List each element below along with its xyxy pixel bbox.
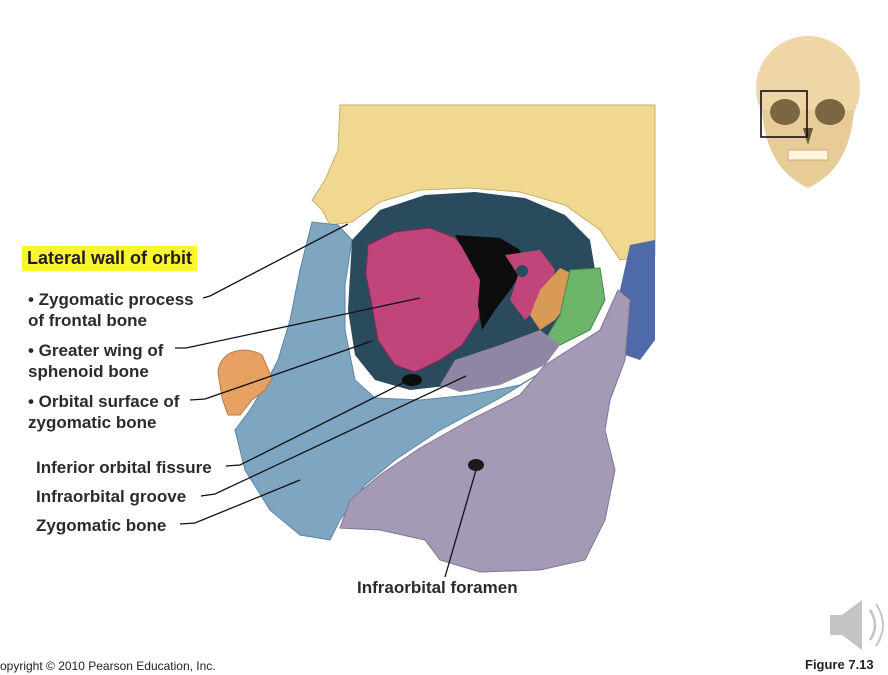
temporal-process xyxy=(217,349,273,416)
label-orbital-surface: • Orbital surface of xyxy=(28,392,180,411)
speaker-icon[interactable] xyxy=(830,600,884,650)
skull-thumbnail-icon xyxy=(756,36,860,188)
heading-lateral-wall: Lateral wall of orbit xyxy=(22,246,198,271)
infraorbital-foramen-hole xyxy=(468,459,484,471)
lacrimal-bone xyxy=(530,268,575,330)
label-zygomatic-process-2: of frontal bone xyxy=(28,311,147,330)
label-greater-wing: • Greater wing of xyxy=(28,341,164,360)
label-infraorbital-groove: Infraorbital groove xyxy=(36,487,187,506)
figure-number: Figure 7.13 xyxy=(805,657,874,672)
label-inferior-orbital-fissure: Inferior orbital fissure xyxy=(36,458,212,477)
label-zygomatic-process: • Zygomatic process xyxy=(28,290,194,309)
maxilla xyxy=(339,289,631,573)
label-infraorbital-foramen: Infraorbital foramen xyxy=(357,578,518,597)
label-zygomatic-bone: Zygomatic bone xyxy=(36,516,167,535)
label-orbital-surface-2: zygomatic bone xyxy=(28,413,157,432)
ethmoid-bone xyxy=(544,267,606,346)
orbital-floor xyxy=(440,330,560,392)
greater-wing-sphenoid xyxy=(365,227,486,373)
inferior-orbital-fissure-hole xyxy=(402,374,422,386)
label-greater-wing-2: sphenoid bone xyxy=(28,362,149,381)
copyright-text: opyright © 2010 Pearson Education, Inc. xyxy=(0,659,216,673)
